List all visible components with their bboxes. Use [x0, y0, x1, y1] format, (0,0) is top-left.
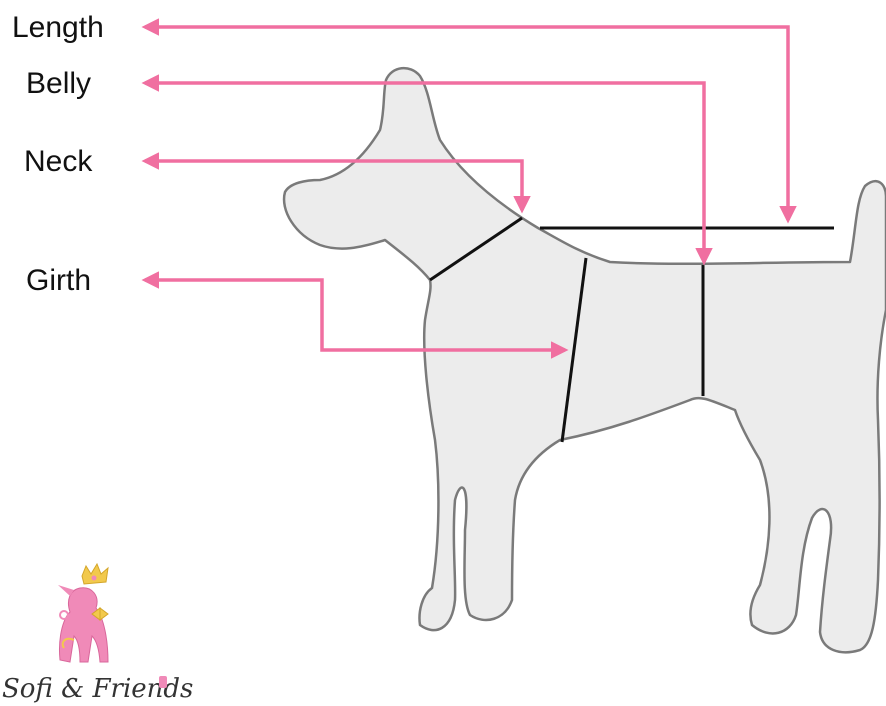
girth-arrow — [141, 271, 569, 359]
belly-arrow — [141, 74, 713, 266]
dog-silhouette — [282, 67, 886, 654]
brand-logo: Sofi & Friends — [2, 562, 193, 704]
neck-label: Neck — [24, 145, 93, 178]
pink-dog-logo-icon — [58, 562, 109, 663]
length-arrow — [141, 18, 797, 224]
length-label: Length — [12, 11, 104, 44]
neck-arrow — [141, 152, 531, 214]
cupcake-logo-icon — [159, 676, 167, 688]
girth-label: Girth — [26, 264, 91, 297]
belly-label: Belly — [26, 67, 91, 100]
girth-measure-line — [560, 257, 588, 443]
